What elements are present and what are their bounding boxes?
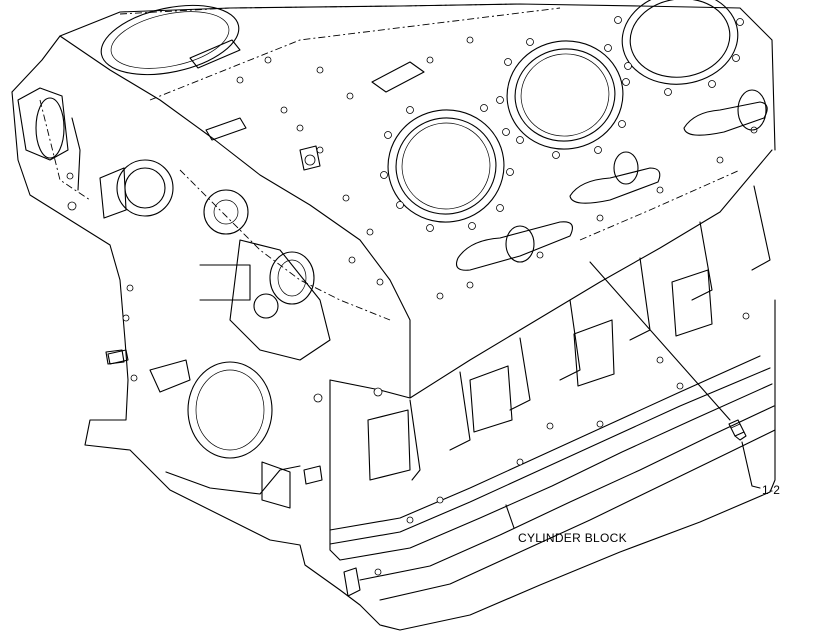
crankcase-skirt <box>329 185 776 601</box>
part-reference-label: 1-2 <box>762 483 781 497</box>
hidden-lines <box>39 3 741 321</box>
component-label: CYLINDER BLOCK <box>518 531 627 545</box>
bolt-part <box>728 419 747 441</box>
deck-slots <box>189 39 768 271</box>
cylinder-bores <box>100 0 739 223</box>
leader-lines <box>505 261 761 529</box>
head-bolt-holes <box>236 16 758 300</box>
front-face-features <box>17 87 383 403</box>
crankshaft-bore <box>105 349 301 509</box>
dowel-pins <box>107 145 323 485</box>
